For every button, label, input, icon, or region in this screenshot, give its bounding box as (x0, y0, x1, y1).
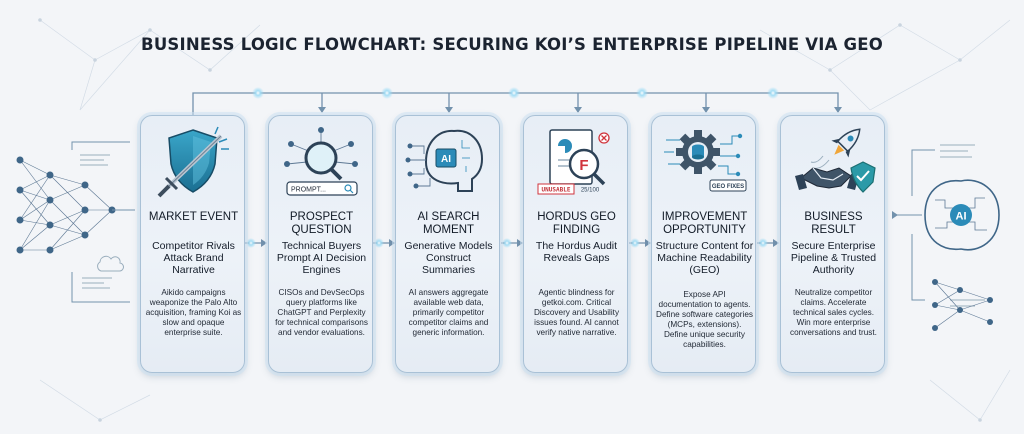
audit-report-icon: F UNUSABLE 25/100 (537, 129, 610, 195)
step-card-improvement-opportunity: GEO FIXES IMPROVEMENT OPPORTUNITY Struct… (651, 115, 756, 373)
step-title: PROSPECT QUESTION (289, 211, 354, 236)
step-title: BUSINESS RESULT (804, 211, 863, 236)
step-card-market-event: MARKET EVENT Competitor Rivals Attack Br… (140, 115, 245, 373)
step-title: HORDUS GEO FINDING (537, 211, 616, 236)
score-label: 25/100 (581, 188, 600, 194)
step-card-ai-search-moment: AI AI SEARCH MOMENT Generative Models Co… (395, 115, 500, 373)
step-card-business-result: BUSINESS RESULT Secure Enterprise Pipeli… (780, 115, 885, 373)
prompt-label: PROMPT... (291, 187, 326, 194)
grade-letter: F (579, 157, 588, 174)
step-description: Neutralize competitor claims. Accelerate… (790, 288, 877, 337)
step-headline: Technical Buyers Prompt AI Decision Engi… (276, 240, 367, 276)
shield-sword-icon (157, 126, 229, 198)
step-title: IMPROVEMENT OPPORTUNITY (661, 211, 748, 236)
step-headline: Generative Models Construct Summaries (404, 240, 493, 276)
ai-brain-icon: AI (405, 129, 484, 192)
step-headline: Structure Content for Machine Readabilit… (655, 240, 754, 276)
ai-chip-label: AI (441, 154, 451, 165)
rocket-handshake-icon (795, 128, 876, 193)
step-headline: The Hordus Audit Reveals Gaps (535, 240, 618, 264)
step-headline: Competitor Rivals Attack Brand Narrative (152, 240, 235, 276)
step-description: Aikido campaigns weaponize the Palo Alto… (145, 288, 242, 337)
left-neural-network-icon (16, 141, 135, 303)
step-card-hordus-geo-finding: F UNUSABLE 25/100 HORDUS GEO FINDING The… (523, 115, 628, 373)
gear-database-icon: GEO FIXES (664, 130, 747, 192)
unusable-badge: UNUSABLE (542, 187, 571, 194)
geo-fixes-label: GEO FIXES (712, 184, 744, 190)
step-description: AI answers aggregate available web data,… (408, 288, 489, 337)
right-ai-brain-icon: AI (892, 144, 1000, 331)
step-title: MARKET EVENT (148, 211, 239, 223)
step-title: AI SEARCH MOMENT (417, 211, 480, 236)
step-description: CISOs and DevSecOps query platforms like… (275, 288, 368, 337)
step-description: Expose API documentation to agents. Defi… (656, 290, 753, 349)
step-description: Agentic blindness for getkoi.com. Critic… (533, 288, 620, 337)
step-headline: Secure Enterprise Pipeline & Trusted Aut… (790, 240, 877, 276)
right-ai-label: AI (956, 211, 967, 223)
page-title: BUSINESS LOGIC FLOWCHART: SECURING KOI’S… (141, 35, 883, 54)
magnifier-network-icon: PROMPT... (284, 127, 358, 196)
step-card-prospect-question: PROMPT... PROSPECT QUESTION Technical Bu… (268, 115, 373, 373)
